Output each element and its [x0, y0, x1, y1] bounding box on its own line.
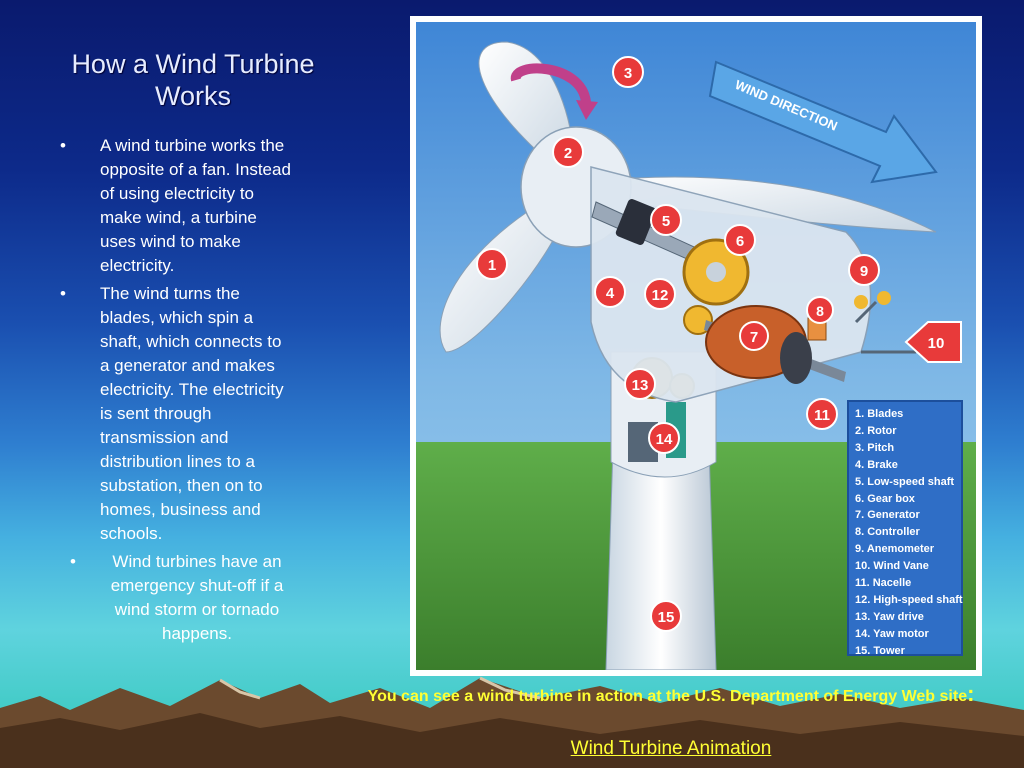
- marker-13: 13: [624, 368, 656, 400]
- legend-item: 10. Wind Vane: [855, 560, 929, 573]
- legend-item: 1. Blades: [855, 408, 904, 420]
- legend-item: 3. Pitch: [855, 441, 895, 454]
- anemometer-mast: [854, 300, 878, 324]
- gear-box-hub: [706, 262, 726, 282]
- marker-14: 14: [648, 422, 680, 454]
- legend-item: 7. Generator: [855, 509, 920, 522]
- legend-item: 11. Nacelle: [855, 577, 912, 590]
- svg-text:2: 2: [564, 145, 572, 162]
- svg-text:15: 15: [658, 609, 675, 626]
- bullet-marker: •: [70, 552, 76, 571]
- bullet-marker: •: [60, 136, 66, 155]
- marker-15: 15: [650, 600, 682, 632]
- marker-7: 7: [739, 321, 769, 351]
- marker-5: 5: [650, 204, 682, 236]
- bullet-item: • A wind turbine works the opposite of a…: [56, 134, 294, 278]
- svg-text:3: 3: [624, 65, 632, 82]
- bullet-text: Wind turbines have an emergency shut-off…: [110, 552, 284, 643]
- legend-item: 4. Brake: [855, 458, 898, 471]
- marker-4: 4: [594, 276, 626, 308]
- marker-1: 1: [476, 248, 508, 280]
- wind-turbine-animation-link[interactable]: Wind Turbine Animation: [570, 738, 772, 759]
- anemometer-cup: [854, 295, 868, 309]
- svg-text:8: 8: [816, 303, 824, 319]
- legend-item: 9. Anemometer: [855, 543, 935, 556]
- svg-text:9: 9: [860, 263, 868, 280]
- marker-2: 2: [552, 136, 584, 168]
- background-mountains: [0, 676, 1024, 768]
- svg-text:5: 5: [662, 213, 670, 230]
- svg-text:10: 10: [928, 335, 945, 352]
- bullet-item: • Wind turbines have an emergency shut-o…: [56, 550, 294, 646]
- legend-item: 13. Yaw drive: [855, 610, 924, 623]
- svg-text:11: 11: [814, 407, 830, 424]
- slide-title-line1: How a Wind Turbine: [71, 49, 315, 79]
- legend-item: 12. High-speed shaft: [855, 593, 963, 606]
- pitch-arrowhead: [576, 100, 598, 120]
- legend-item: 2. Rotor: [855, 424, 897, 437]
- svg-text:14: 14: [656, 431, 673, 448]
- wind-turbine-diagram: WIND DIRECTION: [410, 16, 982, 676]
- marker-6: 6: [724, 224, 756, 256]
- svg-text:12: 12: [652, 287, 669, 304]
- svg-text:6: 6: [736, 233, 744, 250]
- bullet-text: The wind turns the blades, which spin a …: [100, 284, 284, 543]
- svg-text:1: 1: [488, 257, 496, 274]
- marker-10: 10: [904, 321, 962, 363]
- bullet-marker: •: [60, 284, 66, 303]
- bullet-list: • A wind turbine works the opposite of a…: [56, 134, 294, 650]
- legend-item: 8. Controller: [855, 526, 920, 539]
- marker-11: 11: [806, 398, 838, 430]
- legend-item: 6. Gear box: [855, 492, 915, 505]
- caption-text: You can see a wind turbine in action at …: [336, 682, 1006, 709]
- slide-title-line2: Works: [154, 81, 231, 111]
- pitch-arrow: [510, 63, 591, 104]
- bullet-item: • The wind turns the blades, which spin …: [56, 282, 294, 546]
- slide-title: How a Wind Turbine Works: [48, 48, 338, 112]
- brake: [615, 199, 657, 245]
- diagram-legend: 1. Blades 2. Rotor 3. Pitch 4. Brake 5. …: [847, 400, 963, 657]
- svg-text:13: 13: [632, 377, 649, 394]
- bullet-text: A wind turbine works the opposite of a f…: [100, 136, 291, 275]
- legend-item: 14. Yaw motor: [855, 627, 929, 640]
- marker-3: 3: [612, 56, 644, 88]
- marker-12: 12: [644, 278, 676, 310]
- legend-item: 5. Low-speed shaft: [855, 475, 955, 488]
- caption-colon: :: [967, 681, 975, 706]
- number-markers: 1 2 3 4 5 6 7 8 9 10 11 12 13 14 15: [476, 56, 962, 632]
- caption-body: You can see a wind turbine in action at …: [367, 688, 968, 705]
- generator-end: [780, 332, 812, 384]
- svg-text:7: 7: [750, 329, 758, 346]
- legend-item: 15. Tower: [855, 644, 905, 657]
- marker-9: 9: [848, 254, 880, 286]
- marker-8: 8: [806, 296, 834, 324]
- anemometer-cup: [877, 291, 891, 305]
- svg-text:4: 4: [606, 285, 615, 302]
